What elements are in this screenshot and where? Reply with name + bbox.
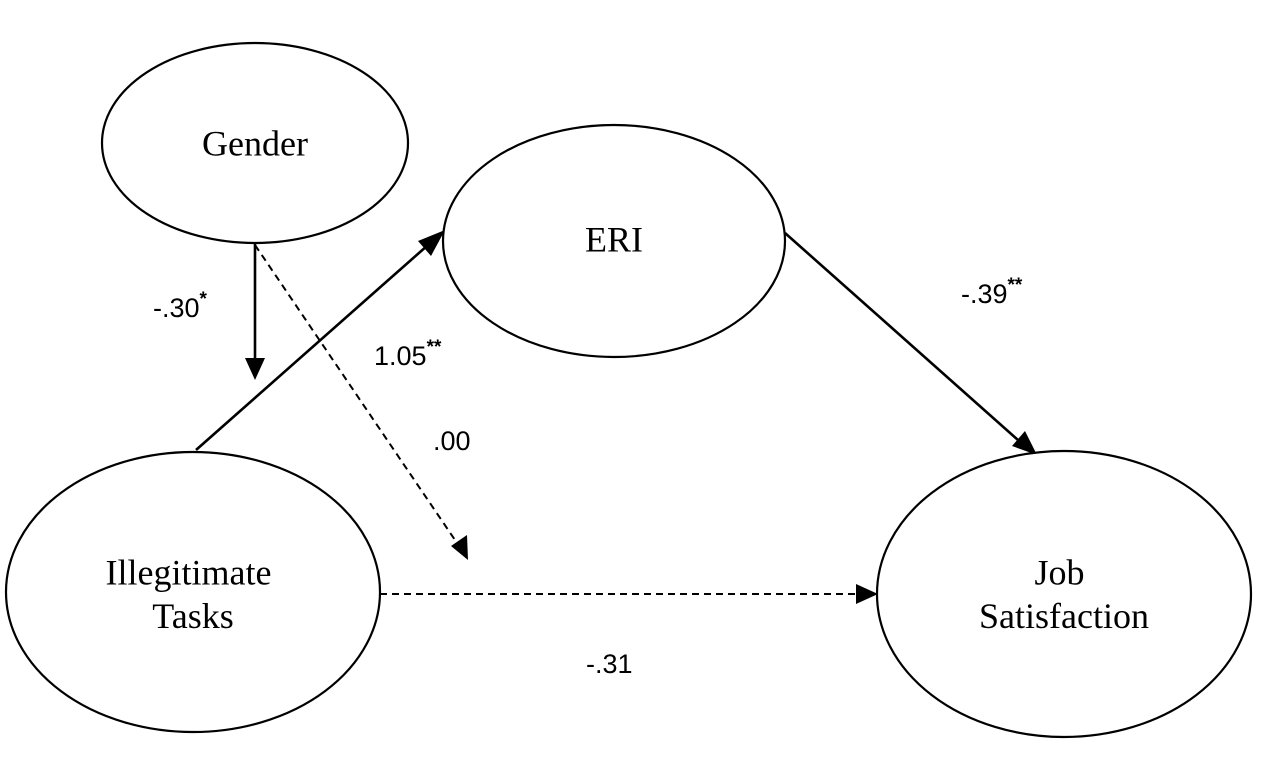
coef-eri-to-satisfaction-sig: ** xyxy=(1008,275,1023,296)
coef-moderated-direct-value: .00 xyxy=(433,426,471,456)
node-gender-ellipse xyxy=(100,41,410,245)
node-gender-label: Gender xyxy=(202,124,308,164)
coef-eri-to-satisfaction-value: -.39 xyxy=(961,279,1008,309)
node-eri-ellipse xyxy=(441,123,787,359)
node-eri-label: ERI xyxy=(585,220,643,260)
arrowhead-moderated-direct xyxy=(451,535,468,560)
coef-tasks-to-eri-value: 1.05 xyxy=(374,341,427,371)
node-gender: Gender xyxy=(100,41,410,245)
coef-tasks-to-eri: 1.05** xyxy=(374,337,442,371)
coef-moderated-direct: .00 xyxy=(433,426,471,456)
node-illegitimate-tasks-label: Illegitimate Tasks xyxy=(106,553,281,636)
arrowhead-tasks-to-satisfaction xyxy=(856,584,878,604)
node-illegitimate-tasks: Illegitimate Tasks xyxy=(4,450,382,734)
arrowhead-eri-to-satisfaction xyxy=(1012,431,1037,455)
coef-gender-moderation: -.30* xyxy=(153,289,208,323)
node-illegitimate-tasks-ellipse xyxy=(4,450,382,734)
coef-gender-moderation-sig: * xyxy=(200,289,208,310)
arrowhead-tasks-to-eri xyxy=(418,230,445,256)
node-job-satisfaction-ellipse xyxy=(875,449,1253,739)
coef-eri-to-satisfaction: -.39** xyxy=(961,275,1023,309)
coef-tasks-to-satisfaction: -.31 xyxy=(586,649,633,679)
arrowhead-gender-moderation xyxy=(245,358,265,380)
coefficients: -.30* 1.05** .00 -.39** -.31 xyxy=(153,275,1023,679)
edge-eri-to-satisfaction xyxy=(784,232,1019,441)
coef-gender-moderation-value: -.30 xyxy=(153,293,200,323)
edges xyxy=(195,230,1037,604)
node-job-satisfaction: Job Satisfaction xyxy=(875,449,1253,739)
node-eri: ERI xyxy=(441,123,787,359)
edge-tasks-to-eri xyxy=(195,244,429,451)
coef-tasks-to-eri-sig: ** xyxy=(427,337,442,358)
node-job-satisfaction-label: Job Satisfaction xyxy=(979,553,1149,636)
coef-tasks-to-satisfaction-value: -.31 xyxy=(586,649,633,679)
